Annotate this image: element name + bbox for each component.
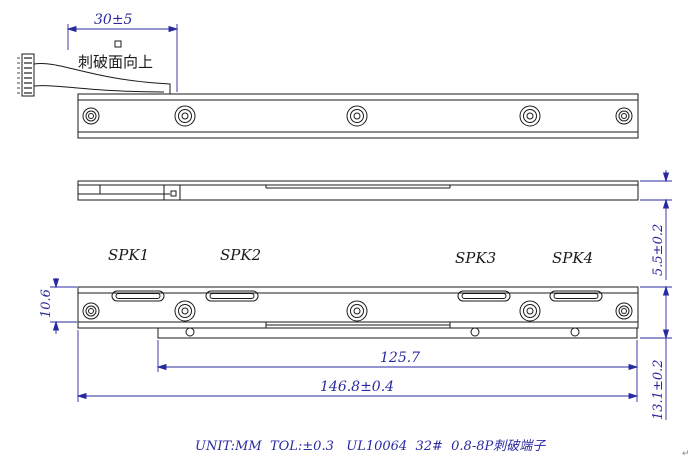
speaker-slot-1 (111, 290, 165, 302)
flat-cable (33, 62, 171, 112)
connector-pins (24, 57, 32, 94)
board-height-dimension (50, 278, 77, 334)
spec-footer: UNIT:MM TOL:±0.3 UL10064 32# 0.8-8P刺破端子 (195, 439, 546, 454)
top-screw-2 (174, 105, 196, 127)
dim-cable-length: 30±5 (94, 12, 133, 28)
paragraph-mark: ↵ (682, 449, 690, 459)
label-spk2: SPK2 (220, 246, 261, 264)
label-spk1: SPK1 (108, 246, 149, 264)
speaker-slot-4 (549, 290, 603, 302)
top-screw-1 (82, 107, 100, 125)
speaker-slot-1-inner (115, 293, 161, 299)
front-screw-4 (519, 300, 541, 322)
top-screw-3 (346, 105, 368, 127)
total-height-dimension (640, 285, 672, 420)
speaker-slot-3-inner (461, 293, 507, 299)
dim-total-height: 13.1±0.2 (651, 359, 666, 420)
dim-inner-length: 125.7 (380, 350, 420, 366)
cable-length-dimension (66, 24, 179, 92)
front-lower-flange (157, 328, 638, 339)
marker-square (114, 40, 122, 48)
flange-bump-2 (470, 327, 480, 337)
body-height-dimension (640, 170, 672, 280)
label-spk4: SPK4 (552, 249, 593, 267)
dim-total-length: 146.8±0.4 (320, 379, 394, 395)
front-screw-2 (174, 300, 196, 322)
side-marker (170, 190, 177, 197)
front-screw-3 (346, 300, 368, 322)
front-screw-5 (615, 302, 633, 320)
label-spk3: SPK3 (455, 249, 496, 267)
connector-pin-ticks (17, 57, 20, 94)
inner-length-dimension (156, 340, 639, 372)
label-puncture-side-up: 刺破面向上 (78, 53, 153, 71)
flange-bump-3 (570, 327, 580, 337)
speaker-slot-4-inner (553, 293, 599, 299)
speaker-labels: SPK1 SPK2 SPK3 SPK4 (108, 246, 593, 267)
top-view-body (77, 93, 639, 139)
flange-bump-1 (185, 327, 195, 337)
top-screw-5 (615, 107, 633, 125)
speaker-slot-2-inner (209, 293, 255, 299)
front-screw-1 (82, 302, 100, 320)
connector-block (21, 53, 35, 97)
top-screw-4 (519, 105, 541, 127)
total-length-dimension (76, 330, 639, 402)
speaker-slot-2 (205, 290, 259, 302)
side-view (77, 180, 639, 201)
flat-cable-edge (33, 85, 165, 93)
top-view (17, 40, 639, 139)
dim-body-height: 5.5±0.2 (651, 224, 666, 276)
side-view-body (77, 180, 639, 201)
dim-board-height: 10.6 (39, 289, 54, 318)
front-view (77, 286, 639, 339)
speaker-slot-3 (457, 290, 511, 302)
